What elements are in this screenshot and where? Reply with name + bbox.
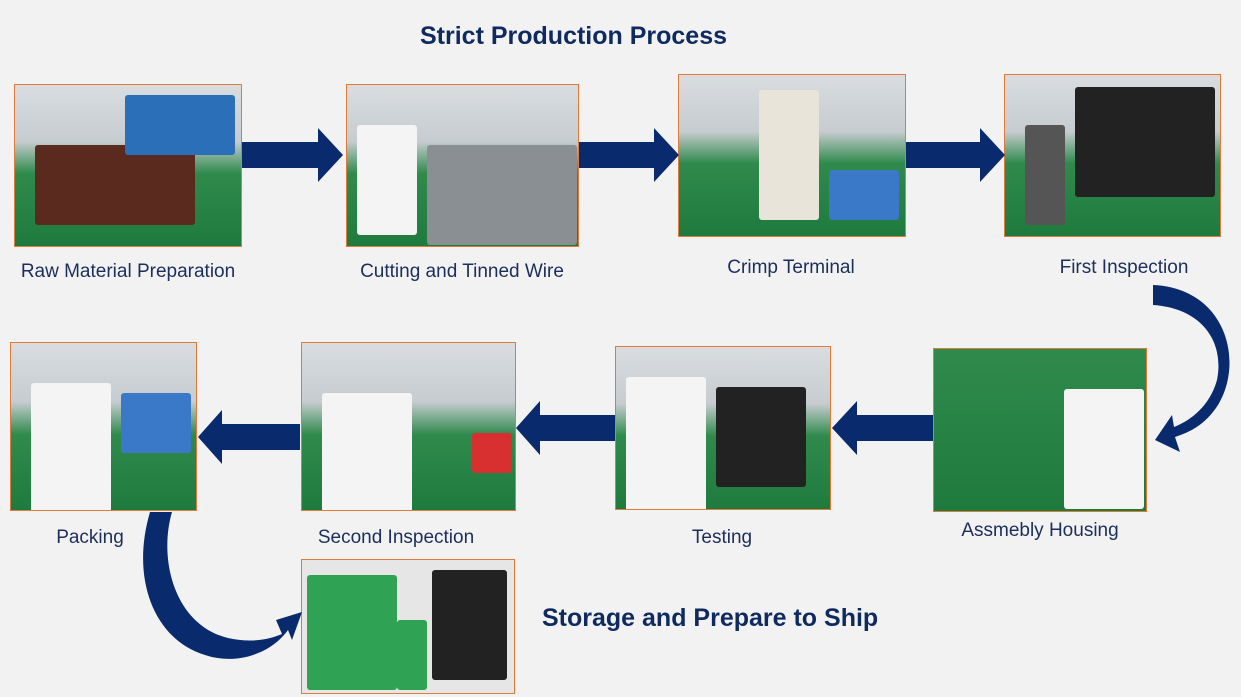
photo-packing	[10, 342, 197, 511]
step-label-first-inspection: First Inspection	[1059, 257, 1189, 278]
arrow-right-icon	[579, 128, 679, 182]
final-step-title: Storage and Prepare to Ship	[542, 604, 879, 632]
photo-testing	[615, 346, 831, 510]
step-label-cutting: Cutting and Tinned Wire	[360, 261, 564, 282]
arrow-left-icon	[516, 401, 615, 455]
step-label-assembly: Assmebly Housing	[961, 520, 1119, 541]
photo-raw-material	[14, 84, 242, 247]
step-label-testing: Testing	[691, 527, 753, 548]
step-label-second-inspection: Second Inspection	[317, 527, 475, 548]
photo-assembly-housing	[933, 348, 1147, 512]
photo-first-inspection	[1004, 74, 1221, 237]
arrow-left-icon	[832, 401, 933, 455]
arrow-left-icon	[198, 410, 300, 464]
step-label-crimp: Crimp Terminal	[727, 257, 855, 278]
arrow-right-icon	[906, 128, 1005, 182]
curved-arrow-right-icon	[143, 512, 302, 659]
photo-storage	[301, 559, 515, 694]
photo-crimp-terminal	[678, 74, 906, 237]
arrow-right-icon	[242, 128, 343, 182]
photo-second-inspection	[301, 342, 516, 511]
curved-arrow-down-icon	[1153, 285, 1230, 452]
photo-cutting-wire	[346, 84, 579, 247]
page-title: Strict Production Process	[420, 22, 728, 50]
step-label-raw-material: Raw Material Preparation	[20, 261, 236, 282]
step-label-packing: Packing	[56, 527, 124, 548]
